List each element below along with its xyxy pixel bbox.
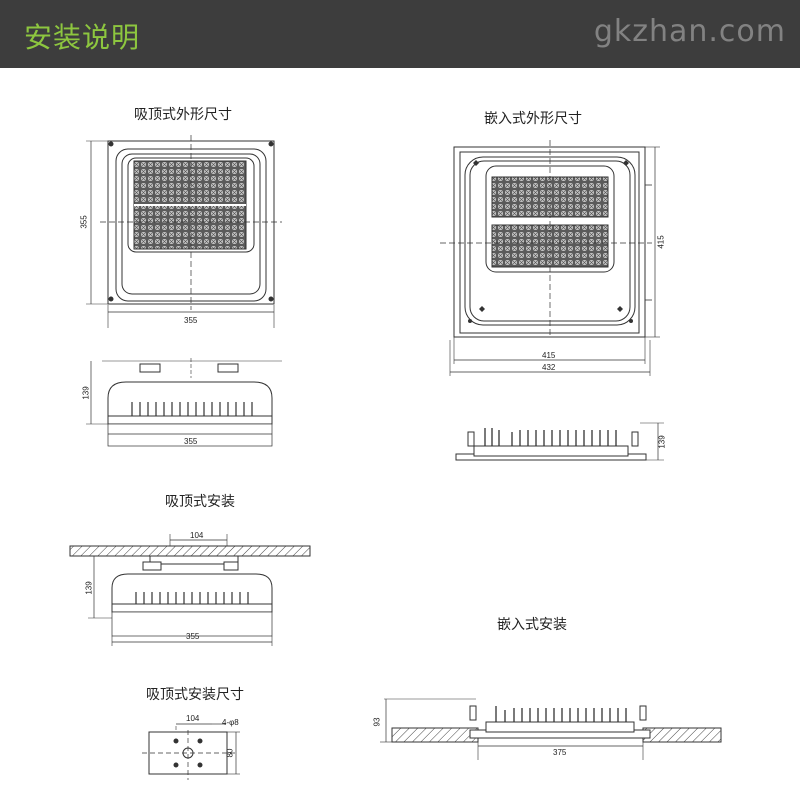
caption-ceiling-mount-dimensions: 吸顶式安装尺寸: [146, 687, 244, 703]
dim-install-bracket-spacing: 104: [190, 531, 204, 540]
caption-ceiling-dimensions: 吸顶式外形尺寸: [134, 107, 232, 123]
dim-ceiling-side-width: 355: [184, 437, 198, 446]
ceiling-install-view: [69, 534, 311, 646]
ceiling-side-view: [86, 358, 282, 447]
page-title: 安装说明: [24, 21, 141, 54]
dim-ceiling-side-height: 139: [81, 386, 91, 400]
recessed-install-view: [380, 698, 722, 760]
caption-recessed-install: 嵌入式安装: [497, 617, 567, 633]
recessed-side-view: [455, 422, 664, 461]
dim-mount-plate-height: 80: [225, 748, 235, 758]
dim-mount-hole-spacing: 104: [186, 714, 200, 723]
ceiling-mount-plate: [142, 723, 240, 780]
caption-ceiling-install: 吸顶式安装: [165, 494, 235, 510]
dim-recessed-install-height: 93: [372, 717, 382, 727]
dim-recessed-outer-width: 432: [542, 363, 556, 372]
watermark: gkzhan.com: [593, 14, 786, 49]
dim-install-height: 139: [84, 581, 94, 595]
dim-mount-holes: 4-φ8: [222, 718, 239, 727]
caption-recessed-dimensions: 嵌入式外形尺寸: [484, 111, 582, 127]
dim-ceiling-top-width: 355: [184, 316, 198, 325]
header-bar: 安装说明 gkzhan.com: [0, 0, 800, 68]
recessed-top-view: [440, 140, 660, 376]
dim-recessed-inner-width: 415: [542, 351, 556, 360]
dim-ceiling-top-height: 355: [79, 215, 89, 229]
dim-recessed-top-height: 415: [656, 235, 666, 249]
ceiling-top-view: [86, 135, 282, 328]
dim-install-width: 355: [186, 632, 200, 641]
dim-recessed-install-cutout: 375: [553, 748, 567, 757]
dim-recessed-side-height: 139: [657, 435, 667, 449]
